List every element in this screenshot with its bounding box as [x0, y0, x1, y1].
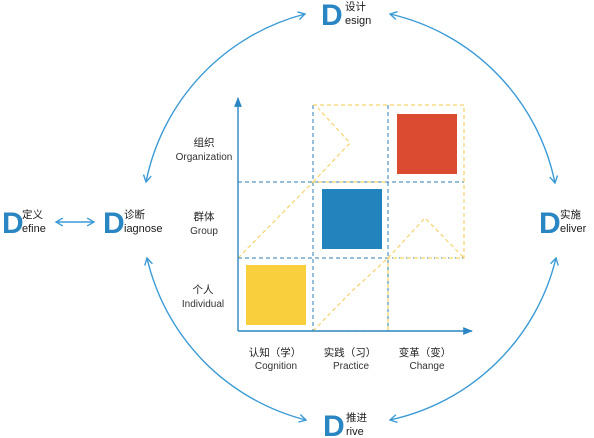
col-label-cognition-cn: 认知（学）	[249, 346, 302, 359]
node-diagnose: D 诊断 iagnose	[103, 207, 163, 240]
node-deliver-letter: D	[539, 207, 561, 240]
node-define-letter: D	[2, 207, 24, 240]
matrix-grid	[238, 105, 464, 331]
node-deliver: D 实施 eliver	[539, 207, 587, 240]
node-diagnose-cn: 诊断	[124, 208, 145, 221]
square-individual-cognition	[246, 265, 306, 325]
node-design-rest: esign	[345, 15, 371, 27]
row-label-individual-cn: 个人	[193, 284, 214, 296]
row-label-group-cn: 群体	[194, 210, 215, 223]
node-diagnose-letter: D	[103, 207, 125, 240]
node-deliver-rest: eliver	[560, 223, 587, 235]
node-design-letter: D	[321, 0, 343, 32]
arc-diagnose-to-drive	[144, 256, 308, 423]
col-label-cognition-en: Cognition	[255, 361, 297, 372]
node-define-rest: efine	[22, 223, 46, 235]
square-group-practice	[322, 189, 382, 249]
col-label-change-cn: 变革（变）	[399, 346, 452, 359]
row-label-organization-cn: 组织	[194, 136, 215, 149]
node-drive-letter: D	[323, 410, 345, 438]
row-label-group-en: Group	[190, 226, 218, 237]
node-define: D 定义 efine	[2, 207, 46, 240]
col-label-change-en: Change	[409, 361, 444, 372]
col-label-practice-en: Practice	[333, 361, 370, 372]
col-label-practice-cn: 实践（习）	[324, 346, 377, 359]
node-drive-rest: rive	[346, 426, 364, 438]
node-define-cn: 定义	[22, 208, 43, 221]
arc-design-to-deliver	[388, 11, 559, 185]
column-labels: 认知（学） Cognition 实践（习） Practice 变革（变） Cha…	[249, 346, 452, 372]
row-label-organization-en: Organization	[176, 152, 233, 163]
node-drive: D 推进 rive	[323, 410, 367, 438]
row-labels: 组织 Organization 群体 Group 个人 Individual	[176, 136, 233, 310]
node-design: D 设计 esign	[321, 0, 371, 32]
square-organization-change	[397, 114, 457, 174]
arc-design-to-diagnose	[142, 11, 307, 184]
node-drive-cn: 推进	[346, 411, 367, 424]
node-design-cn: 设计	[345, 0, 366, 13]
node-deliver-cn: 实施	[560, 208, 581, 221]
row-label-individual-en: Individual	[182, 299, 224, 310]
cycle-arrows-icon	[142, 11, 559, 424]
node-diagnose-rest: iagnose	[124, 223, 163, 235]
arc-drive-to-deliver	[388, 256, 559, 424]
